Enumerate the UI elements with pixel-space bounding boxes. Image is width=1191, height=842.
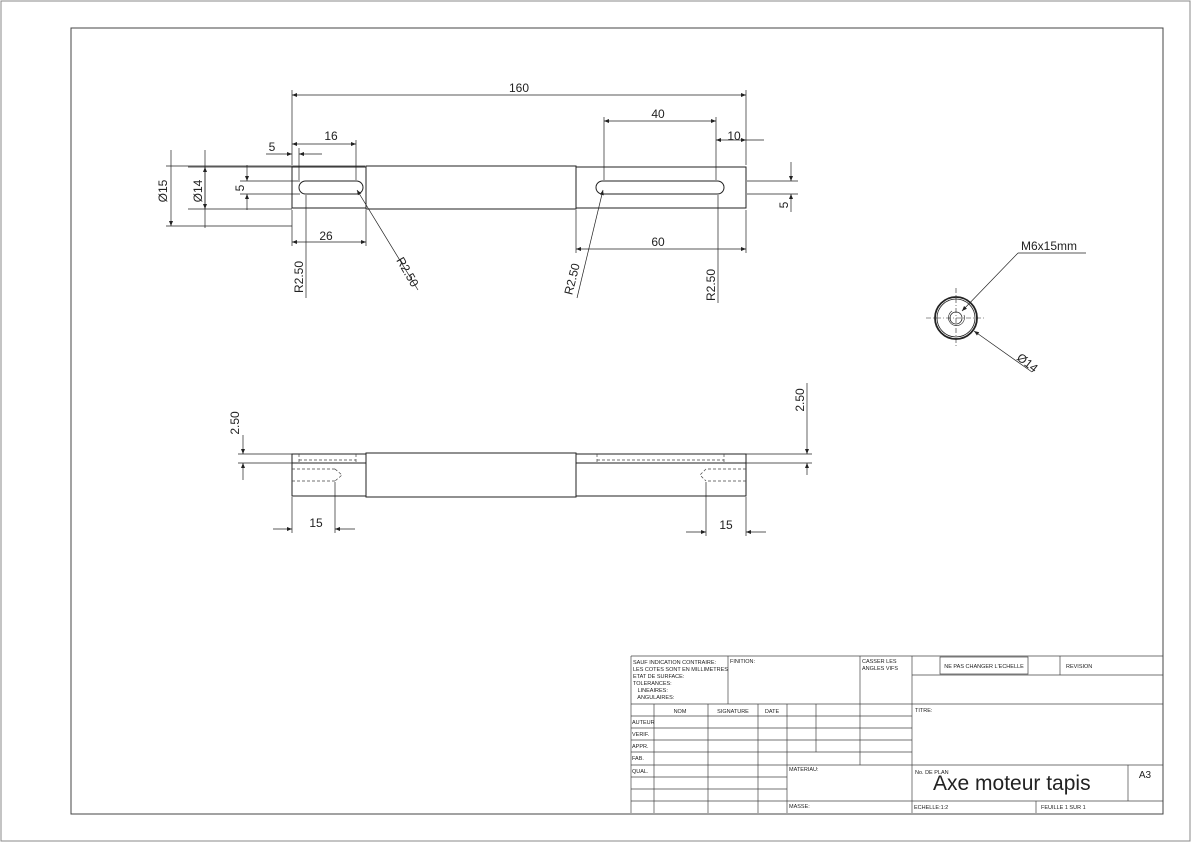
part-title: Axe moteur tapis <box>933 772 1091 795</box>
dimension-labels: 160 40 10 16 5 Ø15 Ø14 5 5 26 60 R2.50 R… <box>156 81 1077 532</box>
dim-overall-160: 160 <box>509 81 529 95</box>
front-view <box>291 452 747 498</box>
front-middle <box>365 452 577 498</box>
row-qual: QUAL. <box>632 769 649 775</box>
front-view-dimensions <box>238 383 812 536</box>
dim-front-left-hole: 15 <box>309 516 323 530</box>
row-verif: VERIF. <box>632 732 650 738</box>
ne-pas-changer-label: NE PAS CHANGER L'ECHELLE <box>944 664 1024 670</box>
col-signature: SIGNATURE <box>717 709 749 715</box>
dim-thread: M6x15mm <box>1021 239 1077 253</box>
shaft-left-end <box>291 166 367 209</box>
front-view-hidden-lines <box>292 454 746 482</box>
dim-end-dia: Ø14 <box>1014 350 1041 375</box>
note-line-2: LES COTES SONT EN MILLIMETRES <box>633 667 728 673</box>
col-date: DATE <box>765 709 780 715</box>
slot-right <box>595 180 725 195</box>
top-view-dimensions <box>166 90 798 303</box>
title-block-texts: SAUF INDICATION CONTRAIRE: LES COTES SON… <box>632 659 1152 811</box>
row-fab: FAB. <box>632 756 644 762</box>
dim-radius-right-vertical: R2.50 <box>704 269 718 301</box>
shaft-right-end <box>575 166 747 209</box>
dim-left-26: 26 <box>319 229 333 243</box>
row-appr: APPR. <box>632 744 649 750</box>
dim-front-right-hole: 15 <box>719 518 733 532</box>
note-line-3: ETAT DE SURFACE: <box>633 674 685 680</box>
end-view <box>926 252 1086 373</box>
row-auteur: AUTEUR <box>632 720 655 726</box>
dim-front-left-depth: 2.50 <box>228 411 242 435</box>
front-right-end <box>575 453 747 497</box>
slot-left <box>298 180 364 195</box>
shaft-middle <box>365 165 577 210</box>
dim-radius-left-diagonal: R2.50 <box>393 255 421 290</box>
no-de-plan-label: No. DE PLAN <box>915 770 949 776</box>
dim-slot-width-left: 5 <box>233 184 247 191</box>
note-line-6: ANGULAIRES: <box>633 695 675 701</box>
top-view <box>291 165 747 210</box>
dim-slot-width-right: 5 <box>777 201 791 208</box>
dim-radius-left-vertical: R2.50 <box>292 261 306 293</box>
feuille-label: FEUILLE 1 SUR 1 <box>1041 805 1086 811</box>
casser-line-1: CASSER LES <box>862 659 897 665</box>
drawing-frame <box>70 27 1164 815</box>
title-block <box>630 655 1163 813</box>
dim-front-right-depth: 2.50 <box>793 388 807 412</box>
dim-radius-right-diagonal: R2.50 <box>561 261 582 296</box>
revision-label: REVISION <box>1066 664 1092 670</box>
dim-slot-left-5: 5 <box>269 140 276 154</box>
thread-arc <box>948 310 965 326</box>
note-line-5: LINEAIRES: <box>633 688 668 694</box>
casser-line-2: ANGLES VIFS <box>862 666 898 672</box>
note-line-1: SAUF INDICATION CONTRAIRE: <box>633 660 716 666</box>
dim-slot-left-16: 16 <box>324 129 338 143</box>
sheet-format: A3 <box>1139 770 1152 781</box>
col-nom: NOM <box>674 709 687 715</box>
titre-label: TITRE: <box>915 708 933 714</box>
masse-label: MASSE: <box>789 804 810 810</box>
echelle-label: ECHELLE:1:2 <box>914 805 948 811</box>
finition-label: FINITION: <box>730 659 756 665</box>
dim-dia-14: Ø14 <box>191 179 205 202</box>
dim-slot-right-40: 40 <box>651 107 665 121</box>
materiau-label: MATERIAU: <box>789 767 819 773</box>
note-line-4: TOLERANCES: <box>633 681 672 687</box>
dim-right-60: 60 <box>651 235 665 249</box>
dim-right-end-10: 10 <box>727 129 741 143</box>
dim-dia-15: Ø15 <box>156 179 170 202</box>
